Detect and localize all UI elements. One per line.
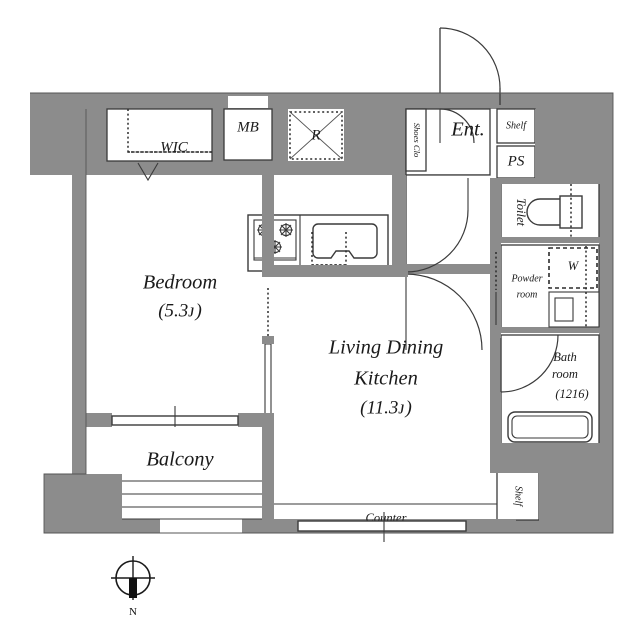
storage-label-wic: WIC bbox=[160, 139, 188, 155]
room-label-toilet: Toilet bbox=[514, 198, 528, 227]
room-label-bedroom-area: (5.3ᴊ) bbox=[158, 300, 202, 321]
counter-area: Counter bbox=[242, 503, 516, 542]
room-label-ldk-line1: Living Dining bbox=[328, 337, 443, 359]
storage-label-washer: W bbox=[568, 259, 580, 273]
storage-label-shelf-ldk: Shelf bbox=[513, 486, 524, 507]
room-label-entrance: Ent. bbox=[450, 119, 485, 141]
balcony: Balcony bbox=[44, 427, 274, 534]
storage-label-shoes-closet: Shoes Clo bbox=[412, 123, 422, 158]
room-label-balcony: Balcony bbox=[146, 449, 214, 471]
interior-partitions bbox=[262, 161, 408, 277]
hallway bbox=[392, 174, 490, 351]
toilet-room: Toilet bbox=[490, 178, 613, 243]
room-label-ldk-line2: Kitchen bbox=[353, 368, 418, 390]
storage-label-mb: MB bbox=[236, 119, 259, 135]
storage-label-ps: PS bbox=[507, 153, 525, 169]
room-label-bath-line2: room bbox=[552, 367, 578, 381]
room-label-powder-line1: Powder bbox=[510, 273, 542, 284]
living-dining-kitchen: Living Dining Kitchen (11.3ᴊ) bbox=[328, 337, 443, 419]
room-label-powder-line2: room bbox=[517, 289, 538, 300]
bedroom: Bedroom (5.3ᴊ) bbox=[86, 272, 274, 434]
storage-label-shelf-entry: Shelf bbox=[506, 120, 527, 131]
compass-direction-label: N bbox=[129, 606, 137, 618]
top-left-storage-block: WIC MB R bbox=[30, 93, 613, 182]
room-label-ldk-area: (11.3ᴊ) bbox=[360, 397, 412, 418]
shelf-ldk-area: Shelf bbox=[490, 449, 613, 533]
outer-outline bbox=[30, 92, 614, 534]
room-label-bath-line1: Bath bbox=[553, 350, 577, 364]
room-label-bedroom: Bedroom bbox=[143, 272, 217, 294]
bathroom: Bath room (1216) bbox=[490, 333, 613, 449]
powder-room: Powder room W bbox=[490, 243, 613, 333]
compass-rose: N bbox=[111, 556, 155, 618]
storage-label-refrigerator: R bbox=[310, 127, 320, 143]
room-label-bath-size: (1216) bbox=[555, 387, 588, 401]
entrance-area: Shoes Clo Ent. Shelf PS bbox=[344, 27, 613, 179]
